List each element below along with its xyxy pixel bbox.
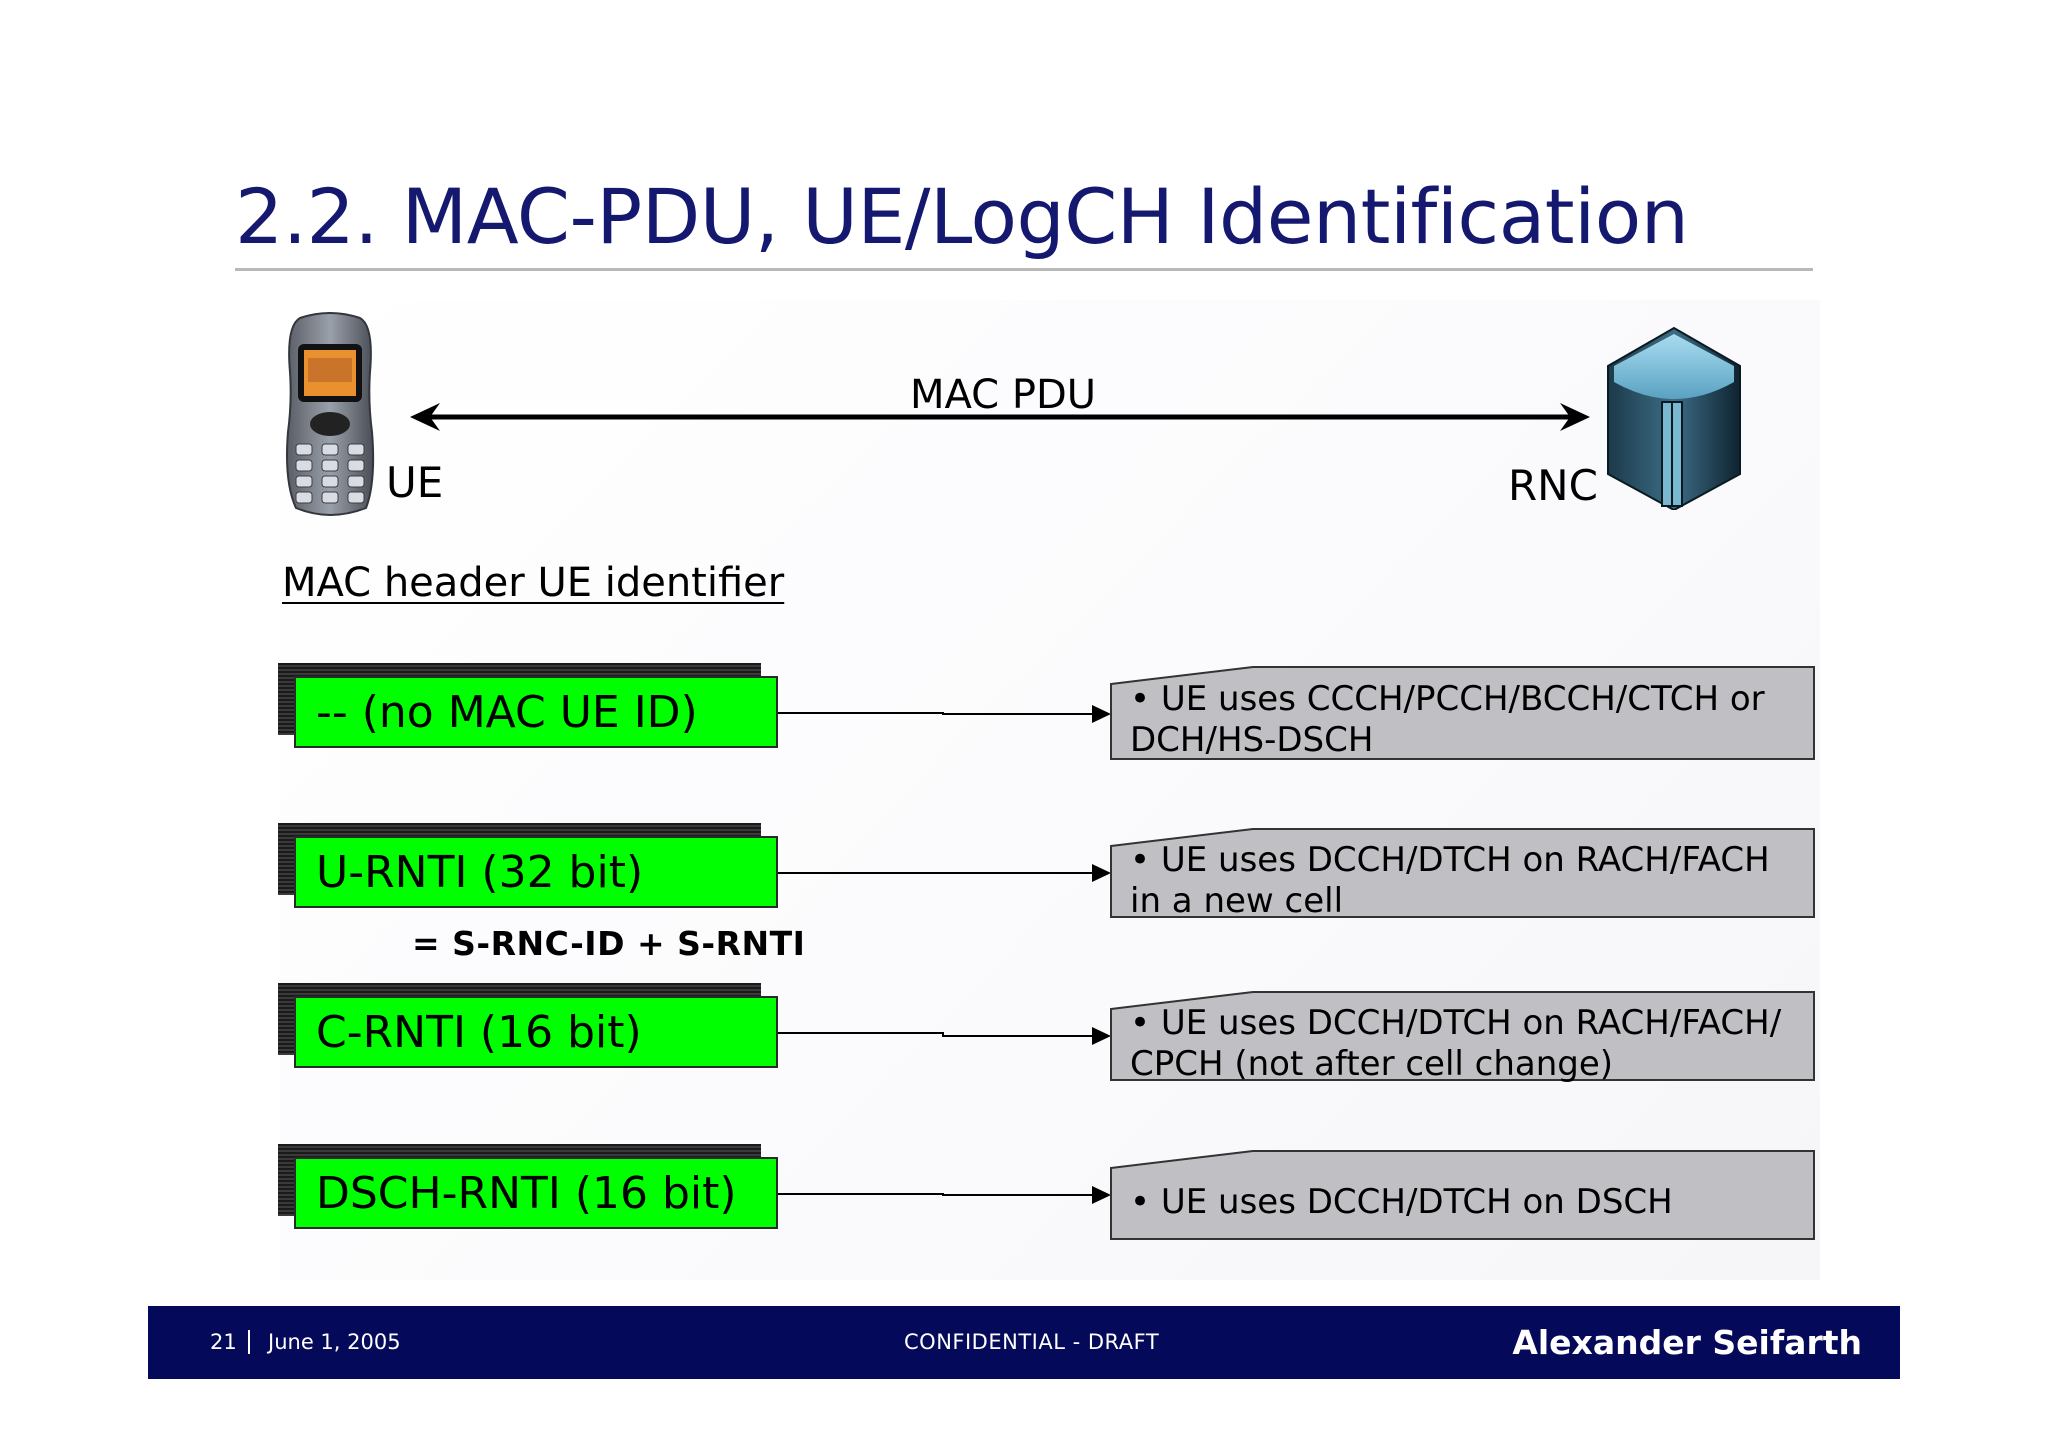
identifier-box-dsch-rnti: DSCH-RNTI (16 bit) bbox=[278, 1144, 778, 1232]
identifier-face: C-RNTI (16 bit) bbox=[294, 996, 778, 1068]
description-text: • UE uses DCCH/DTCH on DSCH bbox=[1130, 1182, 1673, 1222]
footer-date: June 1, 2005 bbox=[268, 1330, 401, 1354]
mac-pdu-double-arrow bbox=[410, 403, 1590, 431]
network-server-icon bbox=[1607, 326, 1741, 510]
connector-arrowhead bbox=[1092, 864, 1111, 882]
footer-separator bbox=[248, 1330, 250, 1354]
description-box-shape bbox=[1110, 666, 1815, 760]
connector-line bbox=[778, 712, 1092, 715]
description-box-shape bbox=[1110, 991, 1815, 1081]
slide-background bbox=[280, 300, 1820, 1280]
identifier-face: -- (no MAC UE ID) bbox=[294, 676, 778, 748]
identifier-box-c-rnti: C-RNTI (16 bit) bbox=[278, 983, 778, 1071]
identifier-label: -- (no MAC UE ID) bbox=[316, 687, 698, 738]
identifier-box-no-mac-ue-id: -- (no MAC UE ID) bbox=[278, 663, 778, 751]
description-text: • UE uses CCCH/PCCH/BCCH/CTCH or DCH/HS-… bbox=[1130, 679, 1765, 760]
description-box-shape bbox=[1110, 1150, 1815, 1240]
identifier-face: U-RNTI (32 bit) bbox=[294, 836, 778, 908]
page-number: 21 bbox=[210, 1330, 237, 1354]
connector-line bbox=[778, 1193, 1092, 1196]
description-text: • UE uses DCCH/DTCH on RACH/FACH in a ne… bbox=[1130, 840, 1770, 921]
description-box: • UE uses CCCH/PCCH/BCCH/CTCH or DCH/HS-… bbox=[1110, 666, 1815, 760]
slide-title: 2.2. MAC-PDU, UE/LogCH Identification bbox=[235, 172, 1689, 261]
connector-arrowhead bbox=[1092, 1186, 1111, 1204]
title-divider bbox=[235, 268, 1813, 271]
description-box: • UE uses DCCH/DTCH on DSCH bbox=[1110, 1150, 1815, 1244]
description-box-shape bbox=[1110, 828, 1815, 918]
identifier-label: U-RNTI (32 bit) bbox=[316, 847, 644, 898]
ue-label: UE bbox=[386, 458, 444, 507]
mobile-phone-icon bbox=[286, 312, 375, 516]
description-box: • UE uses DCCH/DTCH on RACH/FACH in a ne… bbox=[1110, 828, 1815, 922]
description-box: • UE uses DCCH/DTCH on RACH/FACH/ CPCH (… bbox=[1110, 991, 1815, 1085]
connector-arrowhead bbox=[1092, 1027, 1111, 1045]
identifier-label: DSCH-RNTI (16 bit) bbox=[316, 1168, 737, 1219]
identifier-label: C-RNTI (16 bit) bbox=[316, 1007, 642, 1058]
description-text: • UE uses DCCH/DTCH on RACH/FACH/ CPCH (… bbox=[1130, 1003, 1782, 1084]
author-name: Alexander Seifarth bbox=[1512, 1323, 1862, 1362]
identifier-face: DSCH-RNTI (16 bit) bbox=[294, 1157, 778, 1229]
identifier-box-u-rnti: U-RNTI (32 bit) bbox=[278, 823, 778, 911]
connector-line bbox=[778, 1032, 1092, 1037]
mac-header-heading: MAC header UE identifier bbox=[282, 560, 785, 606]
u-rnti-formula: = S-RNC-ID + S-RNTI bbox=[412, 924, 806, 963]
confidentiality-label: CONFIDENTIAL - DRAFT bbox=[904, 1330, 1160, 1354]
connector-arrowhead bbox=[1092, 705, 1111, 723]
mac-pdu-label: MAC PDU bbox=[910, 372, 1097, 418]
rnc-label: RNC bbox=[1508, 461, 1598, 510]
footer-bar: 21 June 1, 2005 CONFIDENTIAL - DRAFT Ale… bbox=[148, 1306, 1900, 1379]
